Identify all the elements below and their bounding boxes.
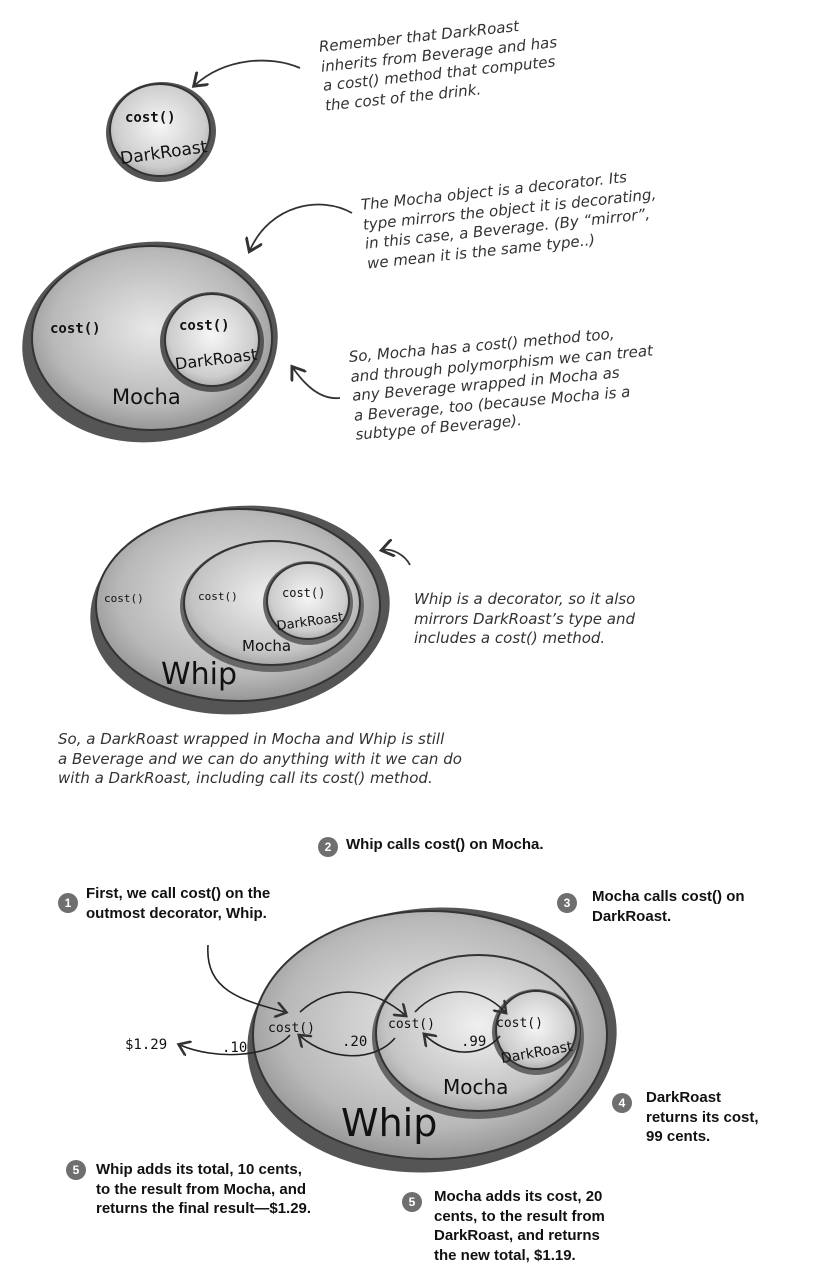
whip-cost-value: .10: [222, 1040, 247, 1056]
step-5-mocha-text: Mocha adds its cost, 20 cents, to the re…: [434, 1188, 605, 1264]
step-3-text: Mocha calls cost() on DarkRoast.: [592, 888, 745, 925]
note-whip-decorator: Whip is a decorator, so it also mirrors …: [414, 590, 636, 647]
step-3-badge: 3: [557, 893, 577, 913]
mocha-cost-label: cost(): [388, 1017, 435, 1032]
darkroast-cost-value: .99: [461, 1034, 486, 1050]
step-4-text: DarkRoast returns its cost, 99 cents.: [646, 1089, 759, 1145]
mocha-label: Mocha: [242, 637, 291, 655]
arrow-call-mocha: [299, 991, 405, 1015]
arrow-note-2: [250, 203, 353, 250]
arrow-call-whip: [207, 944, 285, 1012]
step-5-mocha-badge: 5: [402, 1192, 422, 1212]
darkroast-cost-label: cost(): [496, 1016, 543, 1031]
arrow-return-10: [180, 1034, 291, 1055]
darkroast-cost-label: cost(): [282, 586, 325, 600]
mocha-cost-label: cost(): [198, 590, 238, 603]
step-1-badge: 1: [58, 893, 78, 913]
darkroast-object-1: cost() DarkRoast: [106, 81, 216, 183]
whip-cost-label: cost(): [104, 592, 144, 605]
arrow-return-20: [300, 1036, 396, 1057]
whip-object-3: cost() cost() cost() DarkRoast Mocha Whi…: [90, 505, 390, 715]
whip-cost-label: cost(): [268, 1021, 315, 1036]
step-5-whip-badge: 5: [66, 1160, 86, 1180]
mocha-label: Mocha: [443, 1075, 508, 1099]
mocha-cost-value: .20: [342, 1034, 367, 1050]
step-2-badge: 2: [318, 837, 338, 857]
mocha-label: Mocha: [112, 385, 181, 409]
arrow-return-99: [425, 1035, 501, 1053]
step-4-badge: 4: [612, 1093, 632, 1113]
mocha-cost-label: cost(): [50, 321, 101, 337]
note-wrapped-darkroast: So, a DarkRoast wrapped in Mocha and Whi…: [58, 730, 462, 787]
arrow-note-1: [195, 59, 301, 85]
cost-method-label: cost(): [125, 110, 176, 126]
mocha-object-2: cost() cost() DarkRoast Mocha: [22, 241, 278, 443]
arrow-note-3: [293, 368, 341, 399]
whip-label: Whip: [161, 657, 237, 692]
step-2-text: Whip calls cost() on Mocha.: [346, 836, 544, 853]
total-value: $1.29: [125, 1037, 167, 1053]
whip-object-4: cost() cost() cost() DarkRoast Mocha Whi…: [247, 907, 617, 1173]
step-5-whip-text: Whip adds its total, 10 cents, to the re…: [96, 1161, 312, 1217]
arrow-note-4: [383, 550, 411, 566]
arrow-call-darkroast: [414, 991, 505, 1012]
whip-label: Whip: [341, 1101, 437, 1145]
darkroast-cost-label: cost(): [179, 318, 230, 334]
step-1-text: First, we call cost() on the outmost dec…: [86, 885, 271, 922]
